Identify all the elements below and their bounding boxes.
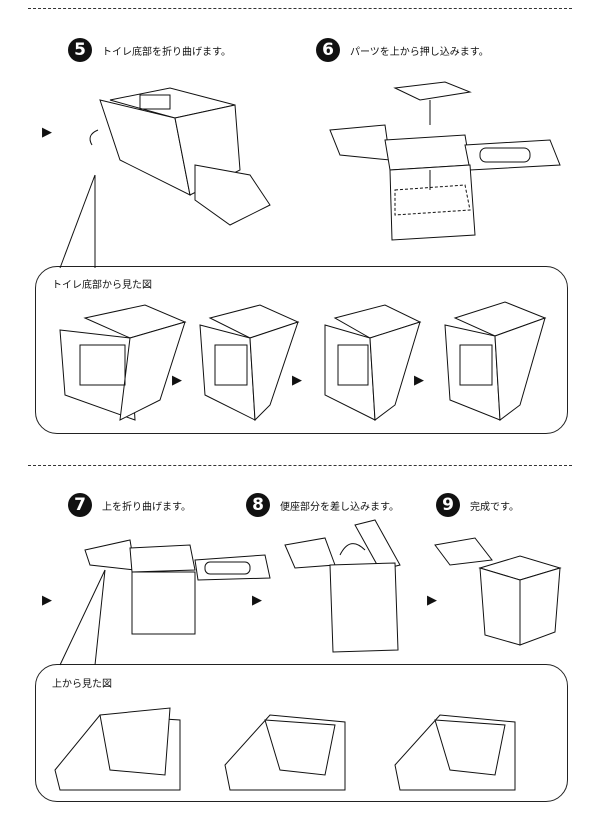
step5-illustration [59,87,271,269]
step-number: 5 [68,38,92,62]
step-text: 便座部分を差し込みます。 [280,501,399,513]
arrow-right-icon: ▶ [414,373,424,388]
panel-title: 上から見た図 [52,679,112,690]
arrow-right-icon: ▶ [42,125,52,140]
step7-illustration [59,539,271,666]
step-6: 6 パーツを上から押し込みます。 [316,38,489,62]
step-9: 9 完成です。 [436,493,519,517]
step-number: 6 [316,38,340,62]
step-number: 7 [68,493,92,517]
top-view-panel [35,664,568,802]
step-number: 9 [436,493,460,517]
top-view-illustrations [54,707,516,791]
step-text: パーツを上から押し込みます。 [350,46,489,58]
step-8: 8 便座部分を差し込みます。 [246,493,399,517]
panel-title: トイレ底部から見た図 [52,280,152,291]
step-5: 5 トイレ底部を折り曲げます。 [68,38,231,62]
arrow-right-icon: ▶ [252,593,262,608]
step8-illustration [284,519,401,653]
step-text: 完成です。 [470,501,519,513]
arrow-right-icon: ▶ [42,593,52,608]
step6-illustration [329,81,561,241]
arrow-right-icon: ▶ [292,373,302,388]
bottom-view-illustrations [59,301,547,422]
divider-middle [28,465,572,466]
arrow-right-icon: ▶ [427,593,437,608]
arrow-right-icon: ▶ [172,373,182,388]
step-text: 上を折り曲げます。 [102,501,191,513]
divider-top [28,8,572,9]
bottom-view-panel [35,266,568,434]
step9-illustration [434,537,562,646]
step-7: 7 上を折り曲げます。 [68,493,191,517]
step-text: トイレ底部を折り曲げます。 [102,46,231,58]
step-number: 8 [246,493,270,517]
